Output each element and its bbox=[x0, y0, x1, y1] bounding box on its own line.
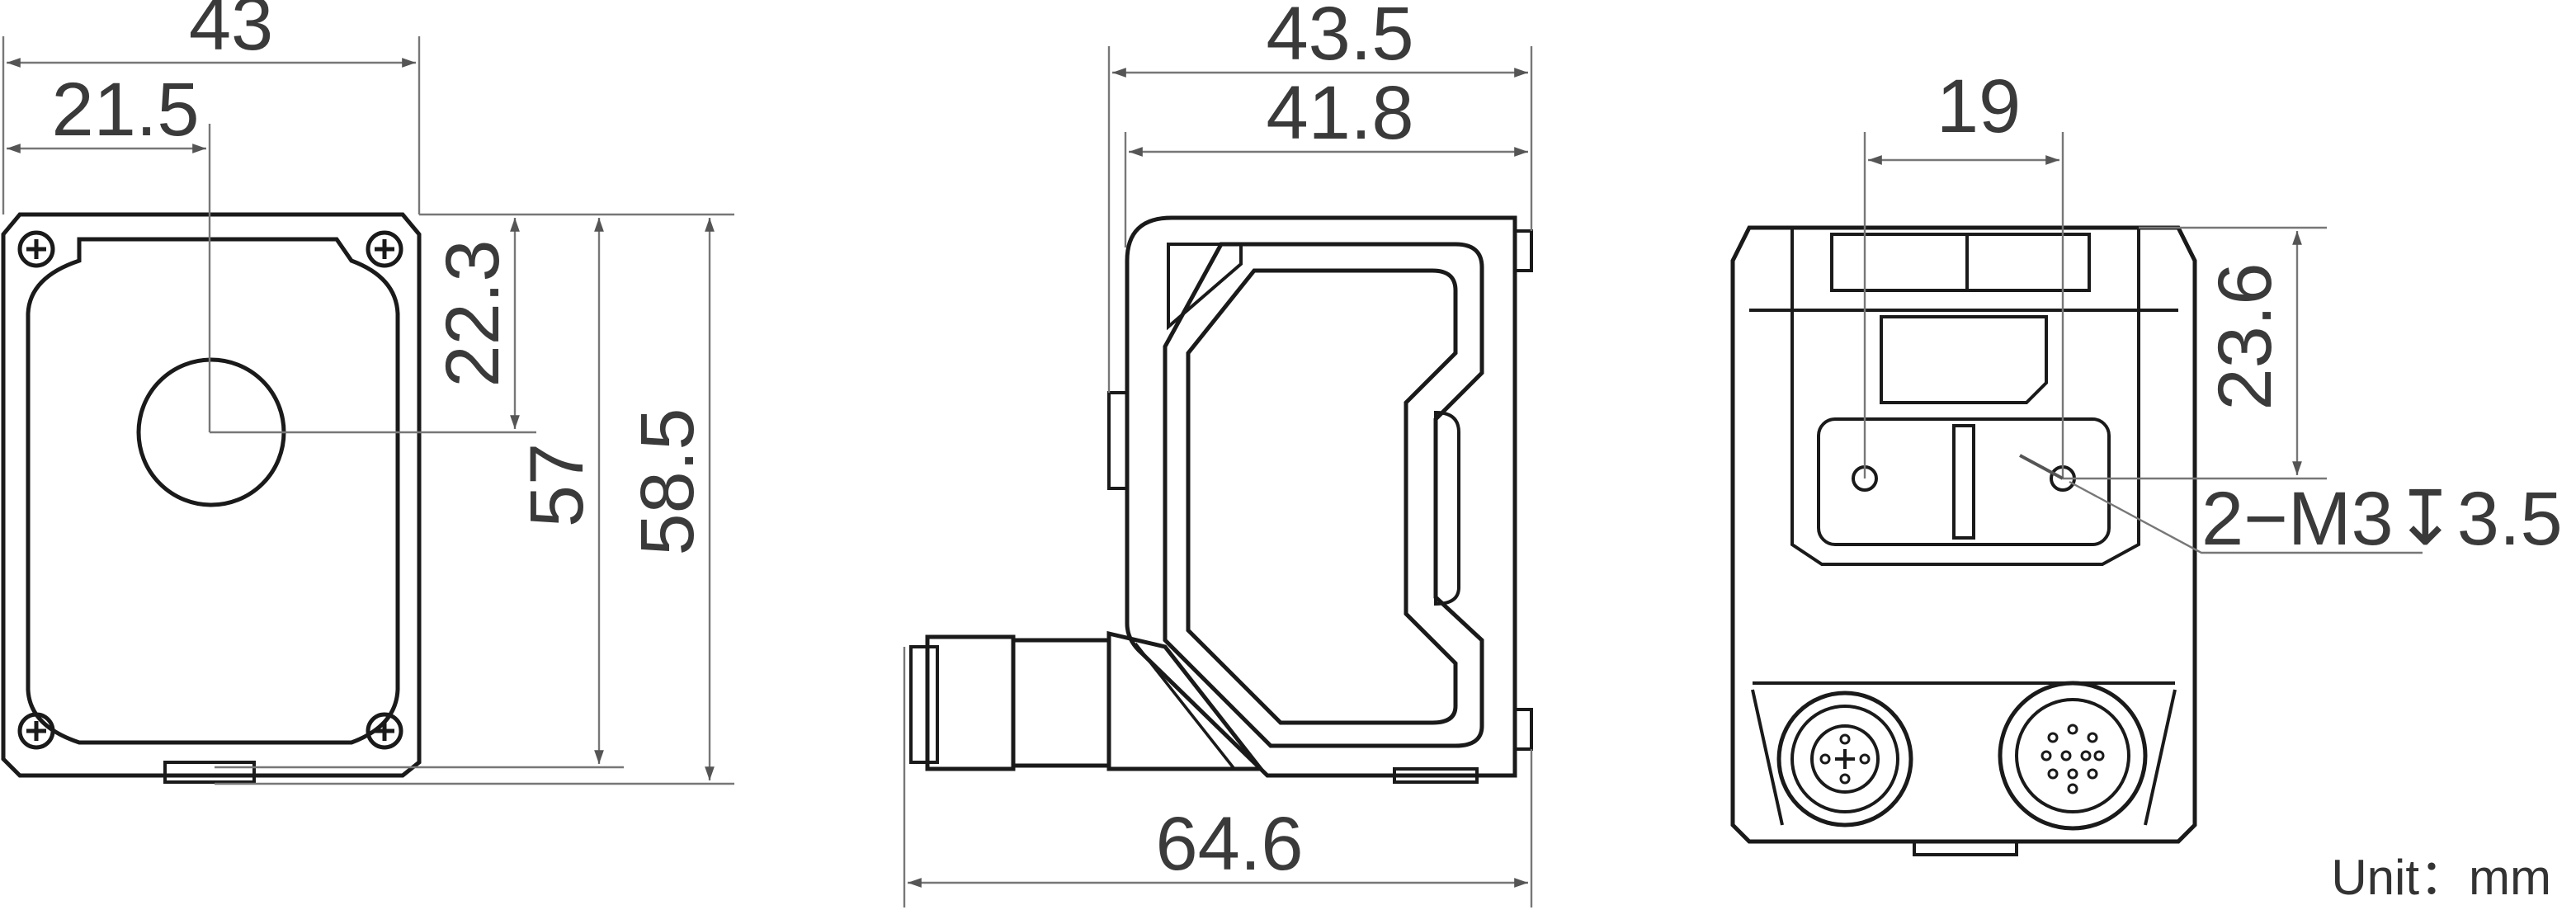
thread-callout: 2−M3↧3.5 bbox=[2201, 477, 2563, 561]
screw-icon bbox=[366, 712, 403, 750]
dim-side-width-body: 41.8 bbox=[1266, 71, 1413, 155]
back-label-area bbox=[1880, 315, 2048, 404]
dim-back-hole-spacing: 19 bbox=[1937, 64, 2021, 148]
side-bottom-foot bbox=[1393, 767, 1479, 784]
front-window-outline bbox=[26, 237, 400, 745]
screw-icon bbox=[366, 230, 403, 268]
back-view bbox=[1730, 225, 2197, 856]
screw-icon bbox=[17, 230, 55, 268]
side-left-tab bbox=[1107, 391, 1129, 490]
dim-front-offset: 22.3 bbox=[431, 239, 515, 387]
side-inner-contour bbox=[1186, 268, 1458, 725]
front-dimensions bbox=[2, 36, 734, 785]
side-outer-contour bbox=[1163, 242, 1484, 748]
dim-front-half-width: 21.5 bbox=[51, 68, 199, 152]
side-view bbox=[909, 215, 1533, 784]
dim-side-total-length: 64.6 bbox=[1155, 802, 1303, 886]
side-top-chamfer bbox=[1167, 243, 1243, 331]
back-bottom-tab bbox=[1913, 840, 2018, 856]
dim-front-height-inner: 57 bbox=[515, 443, 599, 527]
back-housing-outline bbox=[1730, 225, 2197, 844]
connector-cable bbox=[909, 630, 1266, 771]
side-slot bbox=[1434, 410, 1460, 606]
back-dimensions bbox=[1863, 132, 2423, 554]
side-right-tab-top bbox=[1513, 229, 1533, 272]
dim-front-width: 43 bbox=[189, 0, 273, 66]
front-bottom-tab bbox=[163, 761, 256, 784]
front-housing-outline bbox=[1, 212, 422, 778]
dim-side-width-top: 43.5 bbox=[1266, 0, 1413, 76]
screw-icon bbox=[17, 712, 55, 750]
dim-front-height-outer: 58.5 bbox=[625, 408, 710, 555]
unit-label: Unit：mm bbox=[2331, 850, 2551, 905]
side-right-tab-bottom bbox=[1513, 708, 1533, 751]
dim-back-hole-height: 23.6 bbox=[2203, 262, 2287, 410]
m12-connector-left bbox=[1776, 691, 1913, 827]
m12-connector-right bbox=[1998, 681, 2148, 831]
front-view bbox=[1, 212, 422, 784]
back-mount-plate bbox=[1817, 417, 2111, 546]
side-dimensions bbox=[903, 46, 1533, 908]
